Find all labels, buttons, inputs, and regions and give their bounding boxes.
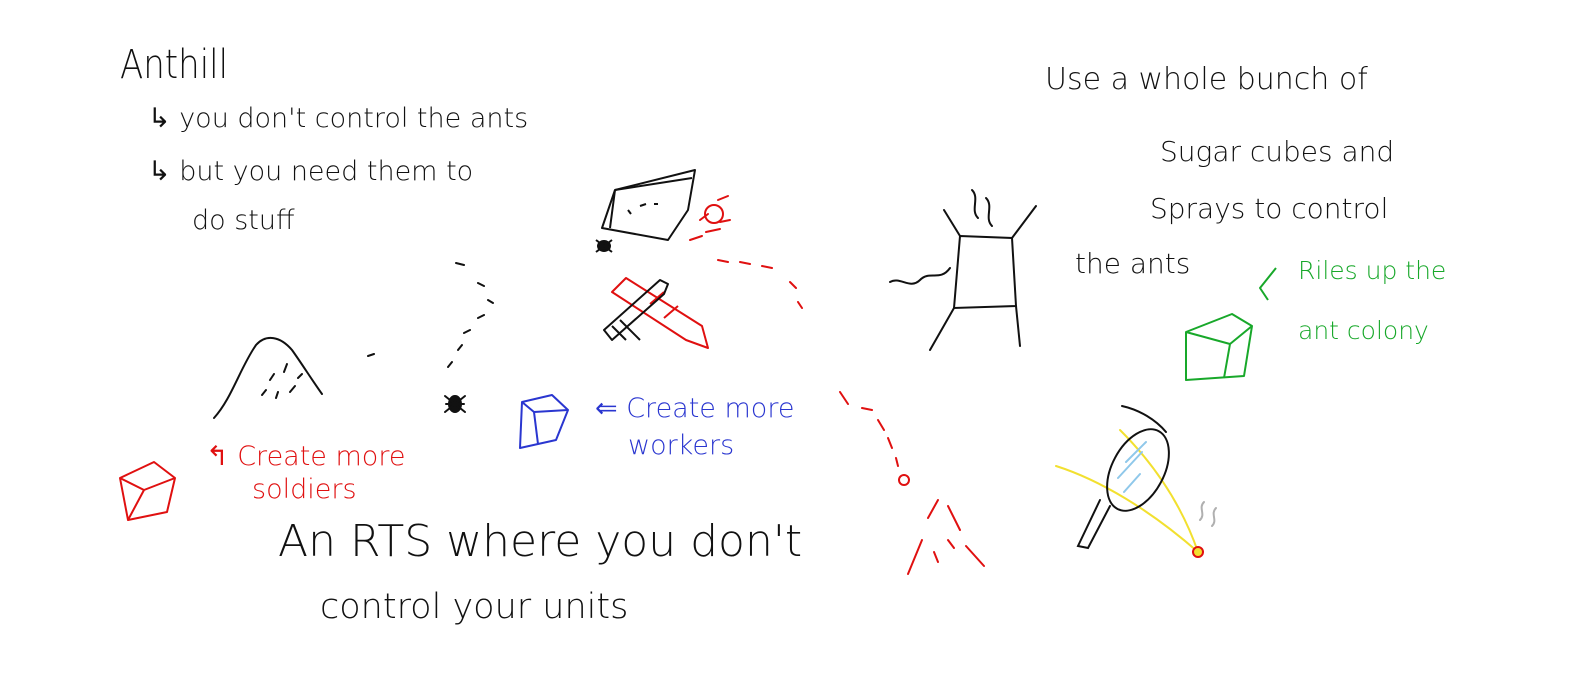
soldiers-label-line-1: ↰ Create more	[206, 441, 406, 472]
sugar-cube-icon	[602, 170, 695, 240]
tagline-line-1: An RTS where you don't	[278, 516, 803, 567]
note-dont-control: ↳ you don't control the ants	[148, 103, 529, 134]
riles-note-line-2: ant colony	[1298, 316, 1429, 345]
green-cube-icon	[1186, 268, 1276, 380]
spray-can-figure-icon	[890, 190, 1036, 350]
blue-cube-icon	[520, 395, 568, 448]
red-ant-scribble	[690, 196, 802, 308]
sugar-note-line-4: the ants	[1075, 247, 1191, 280]
sketch-title: Anthill	[120, 42, 229, 88]
anthill-mound-icon	[214, 338, 322, 418]
riles-note-line-1: Riles up the	[1298, 256, 1447, 285]
red-anthill-icon	[840, 392, 984, 574]
workers-label-line-2: workers	[628, 430, 735, 461]
tagline-line-2: control your units	[320, 587, 629, 627]
red-cube-icon	[120, 462, 175, 520]
sugar-note-line-1: Use a whole bunch of	[1045, 62, 1368, 97]
sugar-note-line-2: Sugar cubes and	[1160, 135, 1395, 168]
small-ant-icon	[596, 240, 612, 252]
ant-trail	[368, 263, 493, 367]
workers-label-line-1: ⇐ Create more	[595, 393, 795, 424]
soldiers-label-line-2: soldiers	[252, 474, 357, 505]
magnifying-glass-icon	[1056, 406, 1216, 557]
note-do-stuff: do stuff	[192, 205, 295, 236]
ant-icon	[445, 396, 465, 412]
sugar-note-line-3: Sprays to control	[1150, 192, 1389, 225]
crossed-swords-icon	[604, 278, 708, 348]
note-need-them: ↳ but you need them to	[148, 156, 474, 187]
